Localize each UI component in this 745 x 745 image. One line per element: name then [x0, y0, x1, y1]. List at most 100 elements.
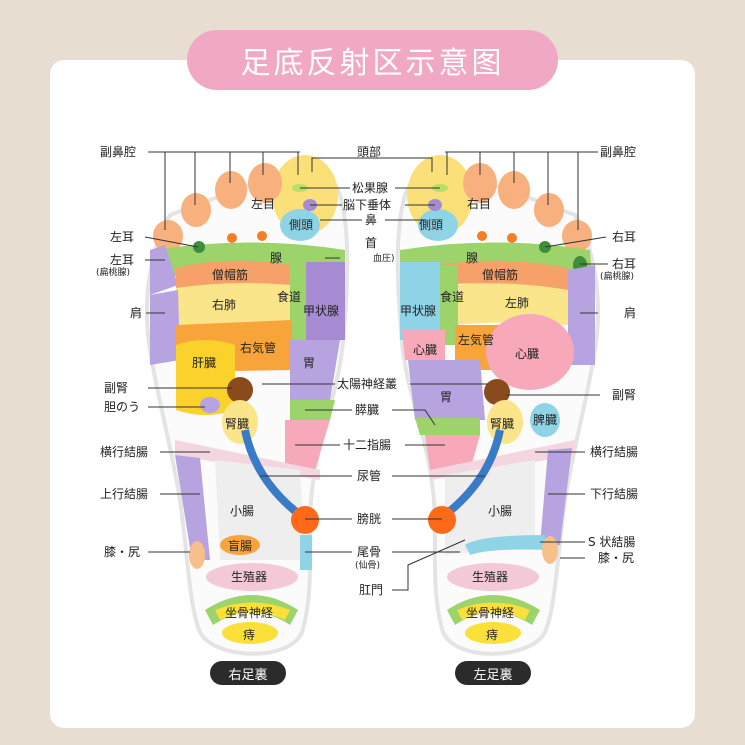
left-foot-adrenal-zone — [484, 379, 510, 405]
left-foot-eye-zone-2 — [507, 233, 517, 243]
left-foot-spleen-zone — [530, 403, 560, 437]
caption-left-foot: 左足裏 — [455, 661, 531, 685]
right-foot-ascending-colon-zone — [175, 455, 210, 560]
left-foot-lung-zone — [455, 283, 568, 325]
label-tonsil-left: (扁桃腺) — [96, 268, 131, 278]
label-ear-left: 左耳 — [110, 230, 135, 244]
zone-trapezius-l: 僧帽筋 — [482, 268, 519, 282]
zone-kidney-r: 腎臓 — [225, 417, 250, 431]
zone-kidney-l: 腎臓 — [490, 417, 515, 431]
right-foot-sciatic-inner — [215, 602, 290, 620]
left-foot-shoulder-zone — [568, 265, 595, 365]
left-foot-knee-zone — [542, 536, 558, 564]
zone-hemorrhoid-l: 痔 — [486, 628, 499, 642]
left-foot-sciatic-inner — [457, 602, 530, 620]
label-ascending-colon: 上行結腸 — [100, 487, 149, 501]
left-foot-temporal-zone — [418, 209, 458, 241]
label-adrenal-left: 副腎 — [104, 381, 129, 395]
right-foot-liver-zone — [176, 340, 235, 415]
right-foot-toe-5 — [153, 220, 183, 252]
label-shoulder-left: 肩 — [130, 306, 143, 320]
left-foot-pancreas-zone — [415, 418, 480, 435]
right-foot-toe-2 — [248, 163, 282, 203]
label-coccyx: 尾骨 — [357, 545, 382, 559]
left-foot-eye-zone-1 — [477, 231, 487, 241]
right-foot-temporal-zone — [280, 209, 320, 241]
zone-genital-l: 生殖器 — [472, 570, 509, 584]
caption-right-foot: 右足裏 — [210, 661, 286, 685]
zone-temporal-l: 側頭 — [419, 218, 444, 232]
label-ear2-left: 左耳 — [110, 253, 135, 267]
label-duodenum: 十二指腸 — [343, 438, 392, 452]
zone-stomach-r: 胃 — [303, 356, 316, 370]
label-ureter: 尿管 — [357, 469, 382, 483]
zone-bronchus-l: 左気管 — [458, 333, 495, 347]
label-transverse-colon-left: 横行結腸 — [100, 445, 149, 459]
zone-gland-r: 腺 — [270, 251, 283, 265]
label-knee-right: 膝・尻 — [598, 551, 635, 565]
zone-small-intestine-l: 小腸 — [488, 504, 513, 518]
zone-bronchus-r: 右気管 — [240, 341, 277, 355]
left-foot-toe-4 — [534, 193, 564, 227]
zone-cecum: 盲腸 — [228, 539, 253, 553]
zone-left-lung: 左肺 — [505, 296, 530, 310]
zone-small-intestine-r: 小腸 — [230, 504, 255, 518]
zone-gland-l: 腺 — [466, 251, 479, 265]
right-foot-eye-zone-1 — [227, 233, 237, 243]
left-foot-esophagus-zone — [440, 265, 458, 345]
zone-sciatic-r: 坐骨神経 — [225, 606, 274, 620]
label-pancreas: 膵臓 — [355, 403, 380, 417]
right-foot-trapezius-zone — [176, 260, 290, 290]
label-tonsil-right: (扁桃腺) — [600, 272, 635, 282]
right-foot — [144, 155, 350, 656]
zone-liver: 肝臓 — [192, 356, 217, 370]
right-foot-toe-4 — [181, 193, 211, 227]
leader-lines — [144, 151, 608, 591]
right-foot-knee-zone — [189, 541, 205, 569]
label-transverse-colon-right: 横行結腸 — [590, 445, 639, 459]
right-foot-cecum-zone — [220, 535, 260, 555]
right-foot-toe-3 — [215, 171, 247, 209]
right-foot-ear-zone — [193, 241, 205, 253]
zone-esophagus-l: 食道 — [440, 290, 465, 304]
left-foot-toe-5 — [562, 220, 592, 252]
zone-left-eye: 左目 — [251, 197, 276, 211]
right-foot-lung-zone — [176, 283, 290, 330]
zone-esophagus-r: 食道 — [277, 290, 302, 304]
zone-stomach-l: 胃 — [440, 390, 453, 404]
label-sinus-left: 副鼻腔 — [100, 145, 137, 159]
right-foot-bladder-zone — [291, 506, 319, 534]
zone-genital-r: 生殖器 — [231, 570, 268, 584]
right-foot-hemorrhoid-zone — [222, 622, 278, 644]
left-foot-heart-zone — [486, 314, 574, 390]
label-gallbladder: 胆のう — [104, 400, 141, 414]
label-sigmoid-colon: S 状結腸 — [588, 535, 636, 549]
zone-heart: 心臓 — [515, 347, 540, 361]
label-shoulder-right: 肩 — [624, 306, 637, 320]
page-title: 足底反射区示意图 — [187, 30, 558, 90]
label-head: 頭部 — [357, 145, 382, 159]
left-foot-stomach-zone — [408, 360, 485, 420]
left-foot-bladder-zone — [428, 506, 456, 534]
label-pineal: 松果腺 — [352, 181, 389, 195]
right-foot-shoulder-zone — [150, 290, 180, 365]
right-foot-small-intestine-zone — [215, 460, 305, 560]
label-sacrum: (仙骨) — [355, 561, 381, 571]
left-foot-trapezius-zone — [440, 260, 568, 290]
label-knee-left: 膝・尻 — [104, 545, 141, 559]
zone-temporal-r: 側頭 — [289, 218, 314, 232]
right-foot-eye-zone-2 — [257, 231, 267, 241]
right-foot-adrenal-zone — [227, 377, 253, 403]
left-foot-transverse-colon-zone — [430, 440, 575, 480]
left-foot-duodenum-zone — [425, 435, 480, 470]
label-ear2-right: 右耳 — [612, 257, 637, 271]
left-foot-hemorrhoid-zone — [465, 622, 521, 644]
label-sinus-right: 副鼻腔 — [600, 145, 637, 159]
zone-right-lung: 右肺 — [212, 298, 237, 312]
label-anus: 肛門 — [359, 583, 384, 597]
label-nose: 鼻 — [365, 213, 378, 227]
zone-right-eye: 右目 — [467, 197, 492, 211]
right-foot-stomach-zone — [290, 340, 340, 400]
right-foot-genital-zone — [206, 563, 298, 591]
